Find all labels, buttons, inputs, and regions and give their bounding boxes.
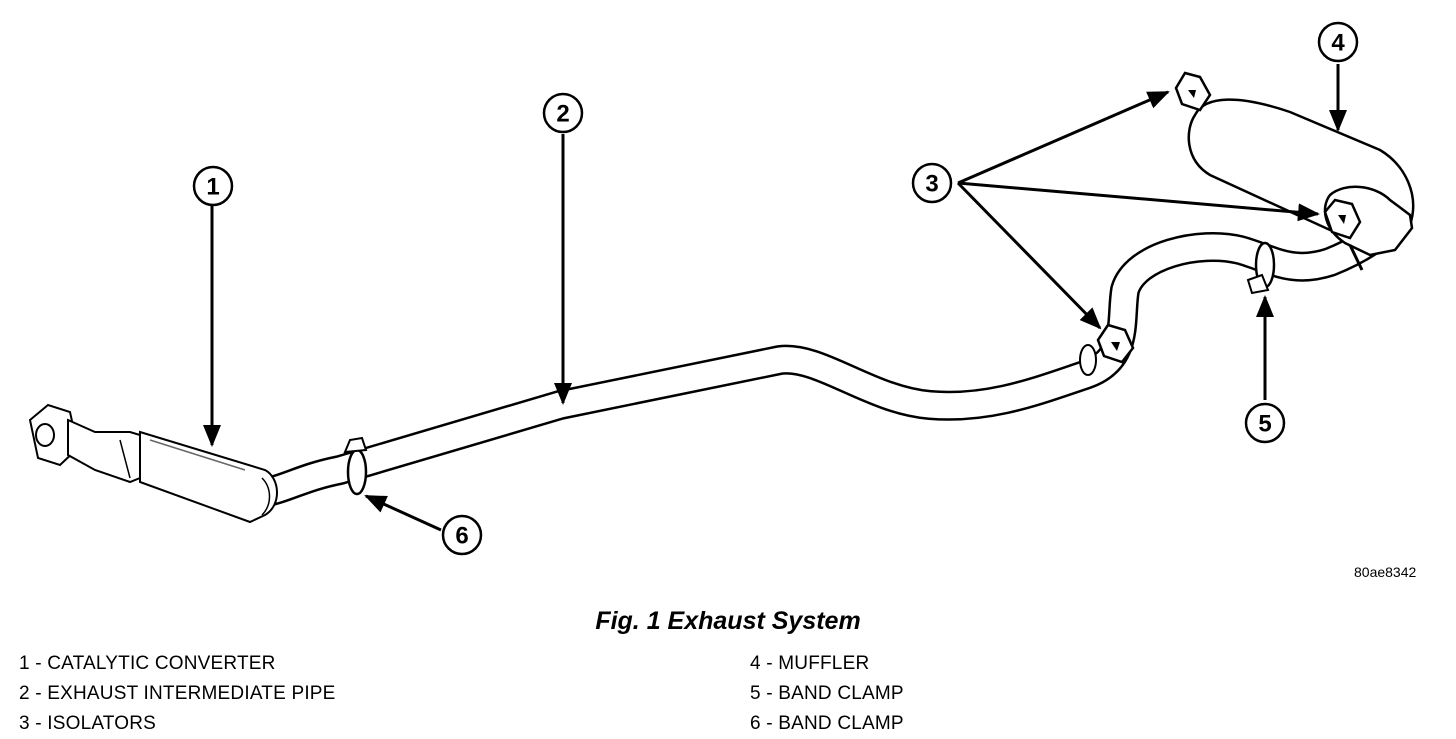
exhaust-system-diagram: 1 2 3 4 5 6 (28, 21, 1415, 556)
callout-4: 4 (1317, 21, 1359, 63)
catalytic-converter (28, 403, 278, 524)
legend-item-1: 1 - CATALYTIC CONVERTER (19, 653, 276, 674)
isolator-top (1174, 71, 1212, 112)
callout-2-label: 2 (556, 101, 569, 128)
callout-3-label: 3 (925, 171, 938, 198)
callout-1: 1 (192, 165, 234, 207)
pipe-hanger (1079, 344, 1097, 376)
callout-6: 6 (441, 514, 483, 556)
callout-6-label: 6 (455, 523, 468, 550)
legend-item-2: 2 - EXHAUST INTERMEDIATE PIPE (19, 683, 336, 704)
figure-id: 80ae8342 (1354, 564, 1417, 580)
legend-right: 4 - MUFFLER 5 - BAND CLAMP 6 - BAND CLAM… (750, 649, 904, 739)
callout-5: 5 (1244, 402, 1286, 444)
legend-item-4: 4 - MUFFLER (750, 653, 870, 674)
legend-item-6: 6 - BAND CLAMP (750, 713, 904, 734)
band-clamp-6 (343, 436, 368, 496)
isolator-pipe (1096, 323, 1135, 364)
callout-4-label: 4 (1331, 30, 1345, 57)
isolator-muffler (1323, 198, 1362, 240)
exhaust-intermediate-pipe (240, 207, 1410, 510)
legend-left: 1 - CATALYTIC CONVERTER 2 - EXHAUST INTE… (19, 649, 336, 739)
callout-1-label: 1 (206, 174, 219, 201)
callout-3: 3 (911, 162, 953, 204)
legend-item-5: 5 - BAND CLAMP (750, 683, 904, 704)
callout-2: 2 (542, 92, 584, 134)
figure-caption: Fig. 1 Exhaust System (595, 607, 861, 635)
legend-item-3: 3 - ISOLATORS (19, 713, 157, 734)
callout-5-label: 5 (1258, 411, 1271, 438)
band-clamp-5 (1246, 241, 1276, 295)
leader-arrows (203, 64, 1347, 532)
